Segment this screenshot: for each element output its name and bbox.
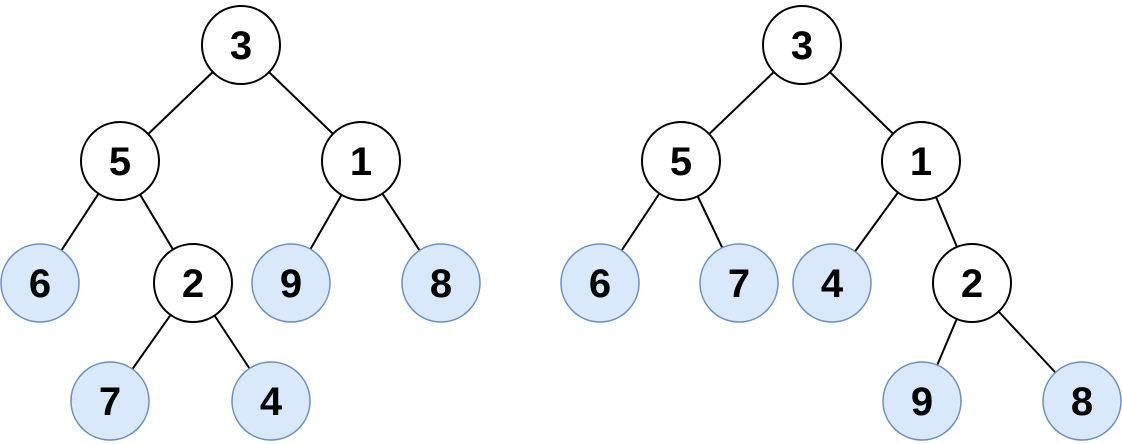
node-value: 1	[910, 140, 932, 184]
tree-edge-t2-1-t2-2	[935, 196, 958, 248]
tree-edge-t1-2-t1-7	[131, 314, 172, 370]
node-value: 5	[670, 140, 692, 184]
tree-1-node-6-leaf: 6	[0, 243, 80, 323]
tree-edge-t2-5-t2-7	[696, 195, 724, 249]
tree-edge-t1-3-t1-1	[268, 71, 334, 135]
node-value: 2	[961, 262, 983, 306]
node-value: 8	[430, 262, 452, 306]
leaf-node-circle	[401, 243, 481, 323]
tree-edge-t2-3-t2-1	[829, 71, 894, 135]
node-value: 2	[182, 262, 204, 306]
internal-node-circle	[80, 121, 160, 201]
tree-edge-t2-3-t2-5	[708, 71, 775, 135]
leaf-node-circle	[792, 243, 872, 323]
internal-node-circle	[321, 121, 401, 201]
node-value: 5	[109, 140, 131, 184]
tree-1-node-4-leaf: 4	[231, 361, 311, 441]
node-value: 9	[280, 262, 302, 306]
node-value: 6	[29, 262, 51, 306]
leaf-node-circle	[882, 361, 962, 441]
tree-2-node-7-leaf: 7	[699, 243, 779, 323]
tree-1-node-9-leaf: 9	[251, 243, 331, 323]
tree-2-node-2: 2	[932, 243, 1012, 323]
leaf-node-circle	[699, 243, 779, 323]
tree-1-node-1: 1	[321, 121, 401, 201]
tree-1-node-8-leaf: 8	[401, 243, 481, 323]
leaf-node-circle	[560, 243, 640, 323]
tree-2-node-3: 3	[762, 5, 842, 85]
tree-edge-t1-5-t1-6	[60, 193, 100, 251]
internal-node-circle	[641, 121, 721, 201]
tree-edge-t1-1-t1-9	[309, 194, 343, 250]
node-value: 3	[791, 24, 813, 68]
node-value: 1	[350, 140, 372, 184]
tree-2-node-5: 5	[641, 121, 721, 201]
tree-1-node-7-leaf: 7	[70, 361, 150, 441]
node-value: 8	[1071, 380, 1093, 424]
node-value: 7	[728, 262, 750, 306]
tree-2-node-8-leaf: 8	[1042, 361, 1122, 441]
tree-edge-t2-1-t2-4	[854, 191, 899, 253]
tree-edge-t1-5-t1-2	[139, 193, 174, 251]
tree-edge-t2-5-t2-6	[620, 192, 661, 252]
tree-1-node-5: 5	[80, 121, 160, 201]
internal-node-circle	[153, 243, 233, 323]
internal-node-circle	[762, 5, 842, 85]
tree-edge-t1-3-t1-5	[147, 71, 214, 135]
node-value: 3	[230, 24, 252, 68]
node-value: 9	[911, 380, 933, 424]
tree-edge-t2-2-t2-8	[997, 310, 1057, 374]
tree-edge-t2-2-t2-9	[936, 318, 958, 366]
tree-1-node-3: 3	[201, 5, 281, 85]
node-value: 7	[99, 380, 121, 424]
node-value: 6	[589, 262, 611, 306]
tree-edge-t1-1-t1-8	[381, 193, 421, 251]
tree-edge-t1-2-t1-4	[213, 314, 251, 370]
internal-node-circle	[881, 121, 961, 201]
node-value: 4	[260, 380, 283, 424]
leaf-node-circle	[0, 243, 80, 323]
tree-2-node-4-leaf: 4	[792, 243, 872, 323]
internal-node-circle	[932, 243, 1012, 323]
tree-2-node-9-leaf: 9	[882, 361, 962, 441]
tree-1: 3 5 1 6 2 9 8 7 4	[0, 5, 481, 441]
tree-2-node-6-leaf: 6	[560, 243, 640, 323]
internal-node-circle	[201, 5, 281, 85]
leaf-node-circle	[231, 361, 311, 441]
leaf-node-circle	[1042, 361, 1122, 441]
leaf-node-circle	[251, 243, 331, 323]
node-value: 4	[821, 262, 844, 306]
tree-2-node-1: 1	[881, 121, 961, 201]
leaf-node-circle	[70, 361, 150, 441]
tree-2: 3 5 1 6 7 4 2 9 8	[560, 5, 1122, 441]
tree-1-node-2: 2	[153, 243, 233, 323]
